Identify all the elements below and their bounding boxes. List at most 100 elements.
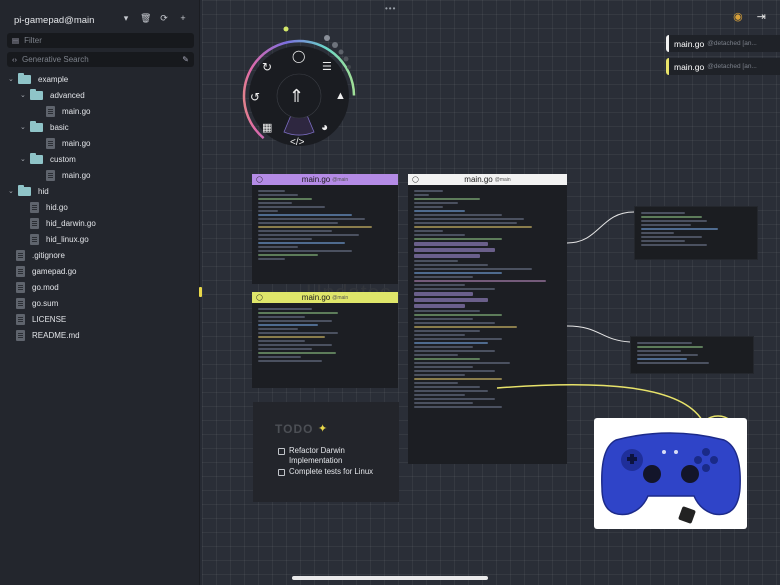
shapes-icon[interactable]: ▲ xyxy=(335,90,346,102)
code-panel-purple[interactable]: ◯ main.go @main xyxy=(252,174,398,284)
detached-tag-2[interactable]: main.go @detached [an... xyxy=(666,58,780,75)
code-panel-white[interactable]: ◯ main.go @main xyxy=(408,174,567,464)
undo-icon[interactable]: ↻ xyxy=(262,60,273,74)
chevron-down-icon[interactable]: ▾ xyxy=(123,13,129,23)
tree-label: gamepad.go xyxy=(32,266,77,276)
tag-sub: @detached [an... xyxy=(707,63,757,70)
repo-name[interactable]: pi-gamepad@main xyxy=(14,14,95,26)
github-icon: ◯ xyxy=(412,177,419,183)
tree-label: .gitignore xyxy=(32,250,65,260)
folder-icon xyxy=(18,184,31,196)
chevron-down-icon[interactable]: ⌄ xyxy=(20,124,26,131)
tree-folder-custom[interactable]: ⌄ custom xyxy=(20,151,76,167)
tree-file-hid-darwin-go[interactable]: hid_darwin.go xyxy=(30,215,96,231)
checkbox[interactable] xyxy=(278,469,285,476)
panel-sub: @main xyxy=(332,176,349,183)
folder-icon xyxy=(18,72,31,84)
file-icon xyxy=(46,137,55,149)
tree-file-gitignore[interactable]: .gitignore xyxy=(16,247,65,263)
tree-folder-hid[interactable]: ⌄ hid xyxy=(8,183,49,199)
panel-header[interactable]: ◯ main.go @main xyxy=(408,174,567,185)
add-icon[interactable]: + xyxy=(180,13,186,23)
todo-panel: TODO ✦ Refactor Darwin Implementation Co… xyxy=(253,402,399,502)
home-indicator[interactable] xyxy=(292,576,488,580)
detached-tag-1[interactable]: main.go @detached [an... xyxy=(666,35,780,52)
chevron-down-icon[interactable]: ⌄ xyxy=(20,156,26,163)
launch-icon[interactable]: ⇑ xyxy=(289,86,305,106)
sparkle-icon: ✦ xyxy=(318,423,328,435)
refresh-icon[interactable]: ⟳ xyxy=(160,13,168,23)
tag-sub: @detached [an... xyxy=(707,40,757,47)
checkbox[interactable] xyxy=(278,448,285,455)
chevron-down-icon[interactable]: ⌄ xyxy=(8,188,14,195)
code-content xyxy=(408,185,567,413)
logout-icon[interactable]: ⇥ xyxy=(756,11,766,23)
tree-file-hid-linux-go[interactable]: hid_linux.go xyxy=(30,231,89,247)
folder-icon xyxy=(30,88,43,100)
panel-title: main.go xyxy=(301,175,331,184)
todo-item[interactable]: Complete tests for Linux xyxy=(278,467,373,477)
trash-icon[interactable]: 🗑 xyxy=(140,13,152,23)
detached-code-snippet-2[interactable] xyxy=(630,336,754,374)
tree-label: main.go xyxy=(62,138,91,148)
tree-file-go-mod[interactable]: go.mod xyxy=(16,279,59,295)
tree-folder-basic[interactable]: ⌄basic xyxy=(20,119,69,135)
file-icon xyxy=(16,329,25,341)
gamepad-image xyxy=(601,432,741,524)
tag-name: main.go xyxy=(674,38,705,49)
tag-name: main.go xyxy=(674,61,705,72)
panel-header[interactable]: ◯ main.go @main xyxy=(252,174,398,185)
filter-placeholder: Filter xyxy=(24,36,42,45)
redo-icon[interactable]: ↺ xyxy=(250,90,261,104)
panel-header[interactable]: ◯ main.go @main xyxy=(252,292,398,303)
palette-icon[interactable]: ◕ xyxy=(321,120,329,134)
chevron-down-icon[interactable]: ⌄ xyxy=(8,76,14,83)
todo-item-label: Complete tests for Linux xyxy=(289,467,374,476)
file-icon xyxy=(46,169,55,181)
generative-search-input[interactable]: ‹› Generative Search ✎ xyxy=(7,52,194,67)
tree-file-main-go[interactable]: main.go xyxy=(46,167,90,183)
tree-file-hid-go[interactable]: hid.go xyxy=(30,199,68,215)
sidebar-header: pi-gamepad@main ▾ 🗑 ⟳ + xyxy=(14,13,194,27)
radial-menu xyxy=(242,26,356,153)
tree-label: main.go xyxy=(62,170,91,180)
filter-icon: ▤ xyxy=(12,36,20,45)
tree-label: hid xyxy=(38,186,49,196)
file-icon xyxy=(46,105,55,117)
tree-label: example xyxy=(38,74,69,84)
top-right-actions: ◉ ⇥ xyxy=(733,10,766,23)
apps-icon[interactable]: ▦ xyxy=(262,122,273,134)
tree-file-license[interactable]: LICENSE xyxy=(16,311,66,327)
panel-sub: @main xyxy=(332,294,349,301)
code-panel-yellow[interactable]: ◯ main.go @main xyxy=(252,292,398,388)
todo-item[interactable]: Refactor Darwin Implementation xyxy=(278,446,359,466)
more-dots[interactable]: ••• xyxy=(385,4,397,13)
tree-label: advanced xyxy=(50,90,85,100)
tree-file-main-go[interactable]: main.go xyxy=(46,135,90,151)
filter-input[interactable]: ▤ Filter xyxy=(7,33,194,48)
tree-label: custom xyxy=(50,154,76,164)
chevron-down-icon[interactable]: ⌄ xyxy=(20,92,26,99)
github-icon: ◯ xyxy=(256,295,263,301)
color-wheel-icon[interactable]: ◉ xyxy=(733,11,743,23)
detached-code-snippet-1[interactable] xyxy=(634,206,758,260)
file-icon xyxy=(16,249,25,261)
code-icon[interactable]: </> xyxy=(290,137,305,148)
code-icon: ‹› xyxy=(12,55,17,64)
tree-folder-advanced[interactable]: ⌄ advanced xyxy=(20,87,85,103)
checklist-icon[interactable]: ☰ xyxy=(322,61,332,73)
github-icon: ◯ xyxy=(256,177,263,183)
tree-file-gamepad-go[interactable]: gamepad.go xyxy=(16,263,76,279)
file-icon xyxy=(16,297,25,309)
tree-folder-example[interactable]: ⌄ example xyxy=(8,71,68,87)
github-icon[interactable]: ◯ xyxy=(292,49,306,63)
wand-icon[interactable]: ✎ xyxy=(182,55,189,64)
tree-file-go-sum[interactable]: go.sum xyxy=(16,295,58,311)
tree-label: go.sum xyxy=(32,298,59,308)
tree-label: README.md xyxy=(32,330,80,340)
tree-file-main-go[interactable]: main.go xyxy=(46,103,90,119)
folder-icon xyxy=(30,120,43,132)
gamepad-photo[interactable] xyxy=(594,418,747,529)
tree-file-readme[interactable]: README.md xyxy=(16,327,80,343)
sidebar-resize-handle[interactable] xyxy=(199,287,202,297)
